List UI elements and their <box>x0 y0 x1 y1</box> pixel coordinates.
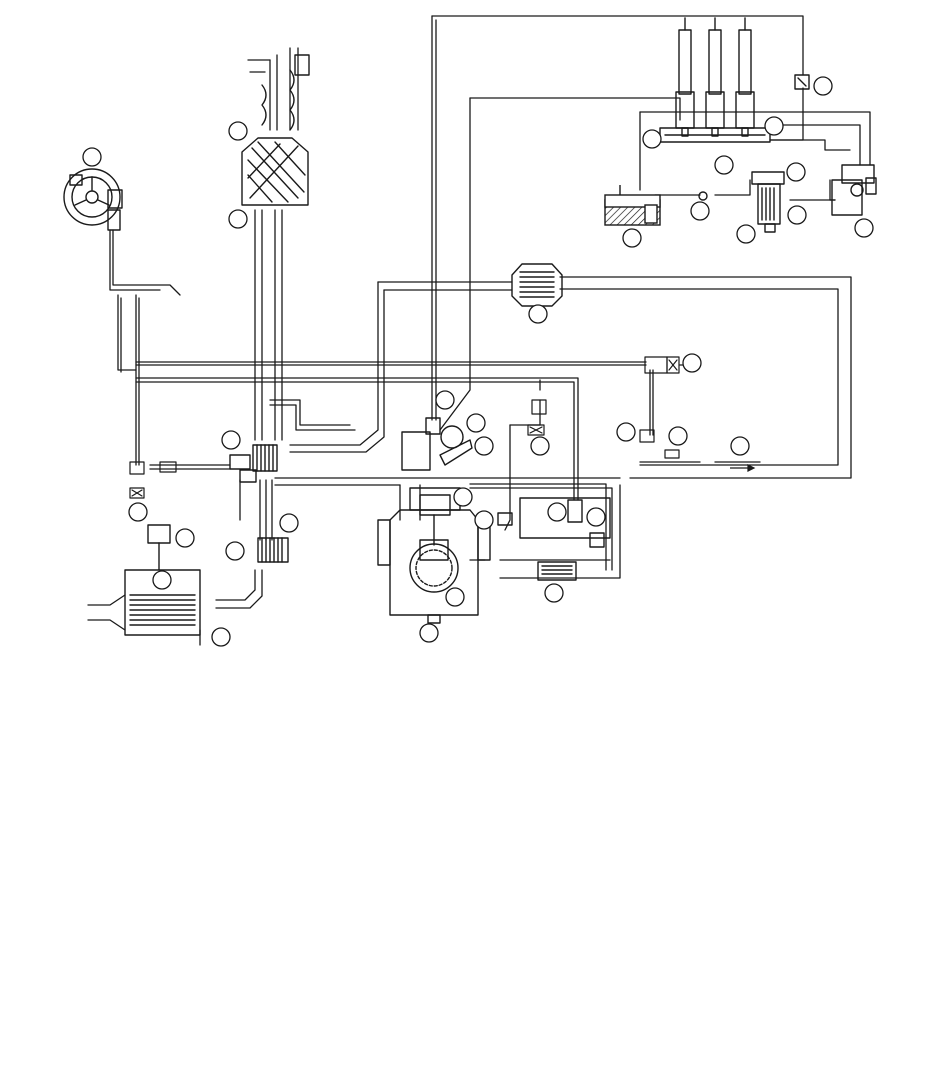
callout-marker <box>453 487 473 507</box>
throttle-housing <box>401 417 473 471</box>
callout-marker <box>221 430 241 450</box>
flow-arrow-icon <box>730 464 756 472</box>
callout-marker <box>474 510 494 530</box>
callout-marker <box>730 436 750 456</box>
callout-marker <box>616 422 636 442</box>
callout-marker <box>736 224 756 244</box>
callout-marker <box>854 218 874 238</box>
callout-marker <box>128 502 148 522</box>
callout-marker <box>682 353 702 373</box>
fuel-filter <box>698 171 785 233</box>
callout-marker <box>466 413 486 433</box>
callout-marker <box>228 121 248 141</box>
callout-marker <box>175 528 195 548</box>
callout-marker <box>528 304 548 324</box>
charge-air-cooler <box>257 537 289 563</box>
callout-marker <box>714 155 734 175</box>
callout-marker <box>586 507 606 527</box>
callout-markers <box>82 76 874 647</box>
callout-marker <box>764 116 784 136</box>
turbocharger <box>229 444 278 483</box>
callout-marker <box>82 147 102 167</box>
callout-marker <box>211 627 231 647</box>
callout-marker <box>474 436 494 456</box>
callout-marker <box>435 390 455 410</box>
egr-cooler <box>497 497 611 581</box>
callout-marker <box>152 570 172 590</box>
injector-rail-assembly <box>659 17 810 143</box>
callout-marker <box>668 426 688 446</box>
injector-2 <box>705 17 725 137</box>
air-filter-housing <box>241 54 310 206</box>
callout-marker <box>787 205 807 225</box>
high-pressure-pump <box>829 164 877 216</box>
callout-marker <box>544 583 564 603</box>
catalytic-converter <box>511 263 563 307</box>
callout-marker <box>813 76 833 96</box>
callout-marker <box>642 129 662 149</box>
valve-sensors <box>129 356 680 499</box>
callout-marker <box>622 228 642 248</box>
callout-marker <box>228 209 248 229</box>
intercooler <box>124 524 201 636</box>
callout-marker <box>690 201 710 221</box>
injector-3 <box>735 17 755 137</box>
callout-marker <box>225 541 245 561</box>
callout-marker <box>279 513 299 533</box>
callout-marker <box>547 502 567 522</box>
callout-marker <box>786 162 806 182</box>
vacuum-pump <box>63 168 123 231</box>
fuel-tank <box>604 185 661 226</box>
injector-1 <box>675 17 695 137</box>
callout-marker <box>530 436 550 456</box>
callout-marker <box>419 623 439 643</box>
callout-marker <box>445 587 465 607</box>
